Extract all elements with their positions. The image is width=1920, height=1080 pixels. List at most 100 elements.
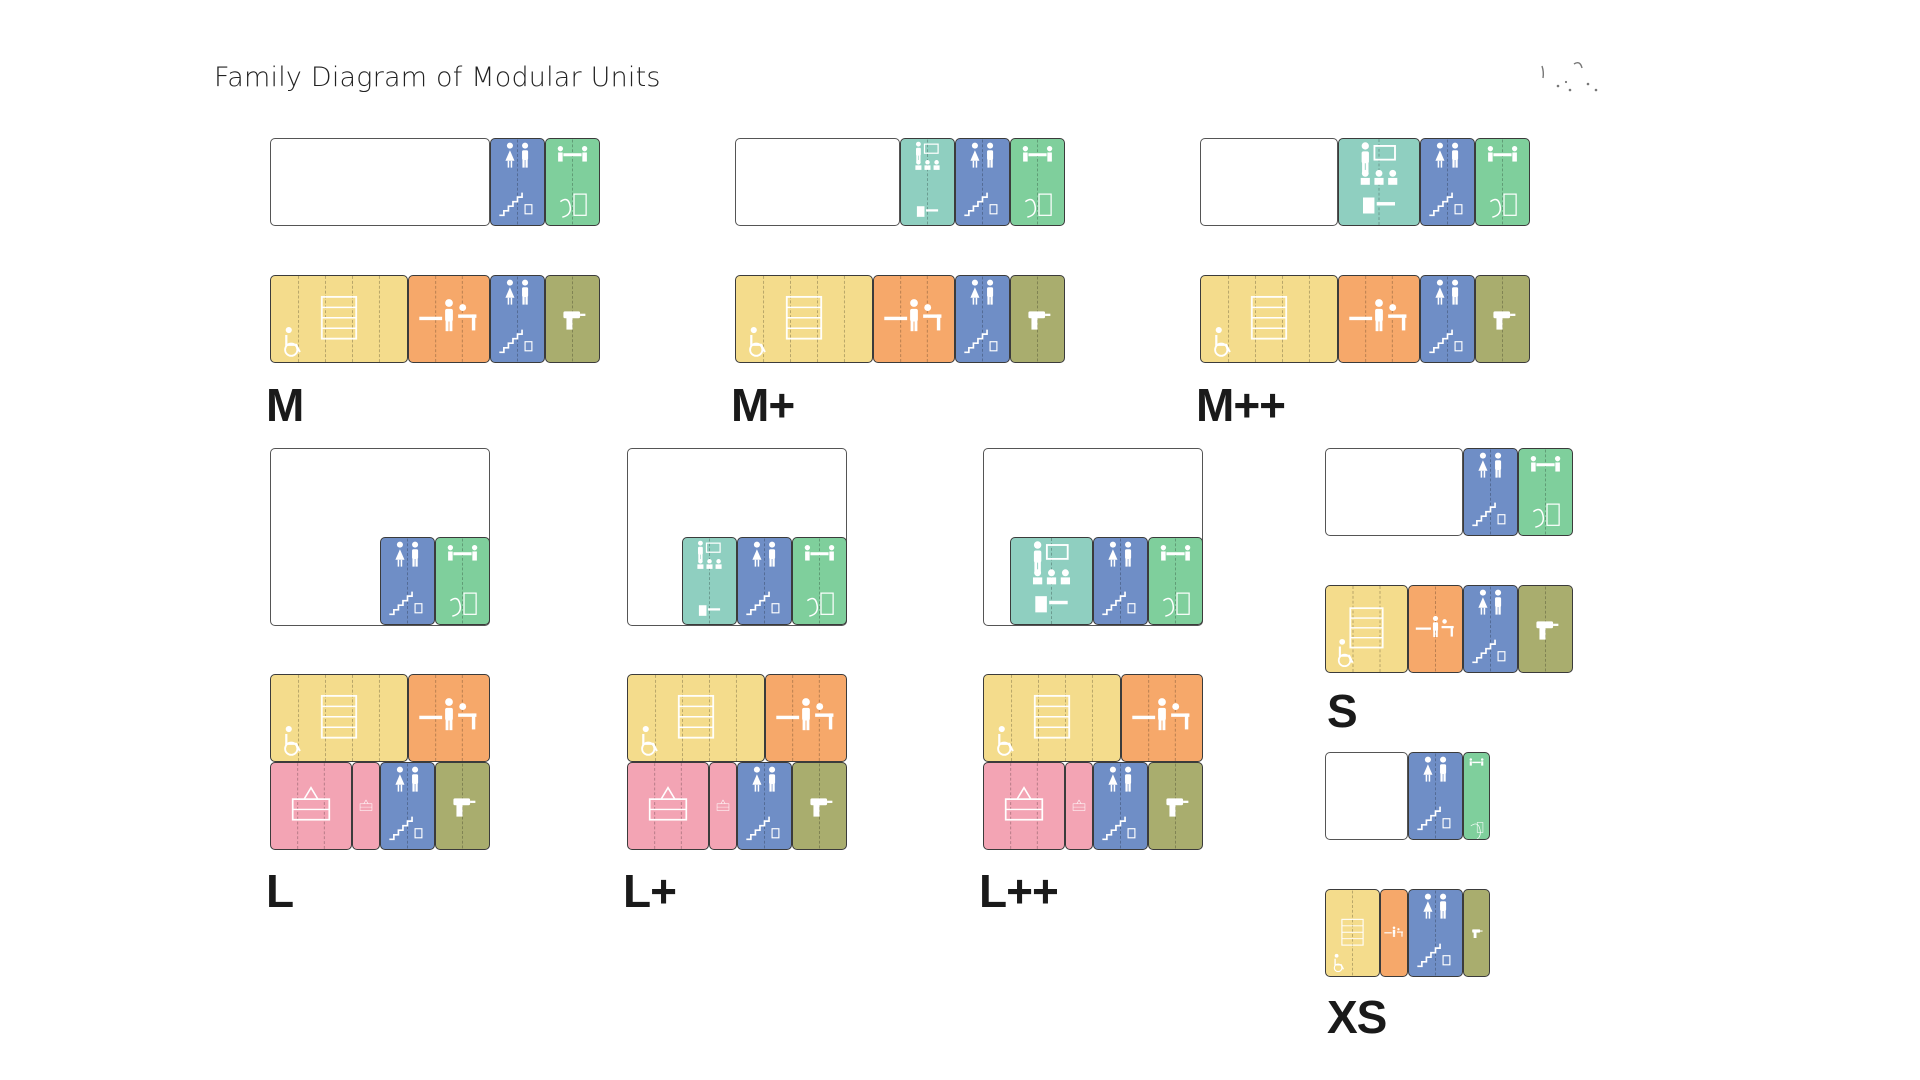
module-olive-7 (1010, 275, 1065, 363)
storage-shelving-accessible-icon (284, 276, 380, 362)
unit-label: L++ (979, 865, 1059, 917)
meeting-table-lockers-icon (1530, 449, 1561, 535)
module-yellow-3 (1325, 585, 1408, 673)
reception-desk-icon (1132, 675, 1190, 761)
reception-desk-icon (1415, 586, 1454, 672)
module-blue-2 (1093, 537, 1148, 625)
module-blue-1 (490, 138, 545, 226)
open-floor-space-0 (1325, 448, 1463, 536)
reception-desk-icon (419, 276, 477, 362)
module-green-3 (1010, 138, 1065, 226)
module-pink-6 (627, 762, 709, 850)
unit-label: M++ (1196, 379, 1286, 431)
open-floor-space-0 (735, 138, 900, 226)
module-green-3 (792, 537, 847, 625)
restroom-stairs-icon (1472, 449, 1506, 535)
meeting-table-lockers-icon (557, 139, 588, 225)
module-blue-1 (1463, 448, 1518, 536)
module-blue-6 (955, 275, 1010, 363)
restroom-stairs-icon (1429, 276, 1463, 362)
power-drill-icon (453, 763, 476, 849)
kitchen-icon (716, 799, 730, 811)
power-drill-icon (810, 763, 833, 849)
module-orange-4 (1380, 889, 1408, 977)
restroom-stairs-icon (964, 139, 998, 225)
kitchen-icon (359, 799, 373, 811)
reception-desk-icon (419, 675, 477, 761)
meeting-table-lockers-icon (1160, 538, 1191, 624)
module-teal-1 (1010, 537, 1093, 625)
meeting-table-lockers-icon (447, 538, 478, 624)
kitchen-icon (291, 763, 331, 849)
meeting-table-lockers-icon (804, 538, 835, 624)
meeting-table-lockers-icon (1022, 139, 1053, 225)
module-orange-4 (1408, 585, 1463, 673)
restroom-stairs-icon (389, 763, 423, 849)
module-pink-6 (352, 762, 380, 850)
module-blue-5 (490, 275, 545, 363)
storage-shelving-accessible-icon (1333, 890, 1364, 976)
module-olive-6 (545, 275, 600, 363)
open-floor-space-0 (270, 138, 490, 226)
power-drill-icon (1536, 586, 1559, 672)
module-teal-1 (1338, 138, 1420, 226)
module-orange-5 (1338, 275, 1420, 363)
storage-shelving-accessible-icon (641, 675, 737, 761)
unit-label: S (1327, 685, 1358, 737)
reception-desk-icon (884, 276, 942, 362)
module-blue-5 (1408, 889, 1463, 977)
storage-shelving-accessible-icon (1214, 276, 1310, 362)
presentation-classroom-icon (1360, 139, 1398, 225)
restroom-stairs-icon (1417, 753, 1451, 839)
module-blue-7 (380, 762, 435, 850)
power-drill-icon (1166, 763, 1189, 849)
module-green-2 (545, 138, 600, 226)
module-pink-6 (983, 762, 1065, 850)
module-yellow-4 (1200, 275, 1338, 363)
module-blue-1 (380, 537, 435, 625)
storage-shelving-accessible-icon (284, 675, 380, 761)
module-green-2 (1463, 752, 1490, 840)
reception-desk-icon (1349, 276, 1407, 362)
module-blue-2 (1420, 138, 1475, 226)
restroom-stairs-icon (746, 763, 780, 849)
presentation-classroom-icon (915, 139, 940, 225)
module-olive-6 (1463, 889, 1490, 977)
module-pink-7 (1065, 762, 1093, 850)
module-olive-6 (1518, 585, 1573, 673)
unit-label: L+ (623, 865, 677, 917)
module-yellow-4 (735, 275, 873, 363)
module-olive-9 (792, 762, 847, 850)
restroom-stairs-icon (1102, 763, 1136, 849)
module-green-2 (435, 537, 490, 625)
module-pink-5 (270, 762, 352, 850)
restroom-stairs-icon (1429, 139, 1463, 225)
module-yellow-3 (270, 674, 408, 762)
unit-label: M (266, 379, 304, 431)
power-drill-icon (1028, 276, 1051, 362)
kitchen-icon (1004, 763, 1044, 849)
module-orange-5 (765, 674, 847, 762)
module-green-2 (1518, 448, 1573, 536)
module-blue-8 (1093, 762, 1148, 850)
module-orange-5 (1121, 674, 1203, 762)
module-orange-4 (408, 275, 490, 363)
module-olive-8 (435, 762, 490, 850)
reception-desk-icon (776, 675, 834, 761)
unit-label: XS (1327, 991, 1387, 1043)
storage-shelving-accessible-icon (1337, 586, 1384, 672)
storage-shelving-accessible-icon (749, 276, 845, 362)
module-yellow-3 (270, 275, 408, 363)
presentation-classroom-icon (1032, 538, 1071, 624)
restroom-stairs-icon (499, 276, 533, 362)
kitchen-icon (648, 763, 688, 849)
page-title: Family Diagram of Modular Units (214, 62, 661, 93)
restroom-stairs-icon (964, 276, 998, 362)
open-floor-space-0 (1200, 138, 1338, 226)
restroom-stairs-icon (389, 538, 423, 624)
module-olive-9 (1148, 762, 1203, 850)
restroom-stairs-icon (1417, 890, 1451, 976)
power-drill-icon (1493, 276, 1516, 362)
power-drill-icon (563, 276, 586, 362)
open-floor-space-0 (1325, 752, 1408, 840)
